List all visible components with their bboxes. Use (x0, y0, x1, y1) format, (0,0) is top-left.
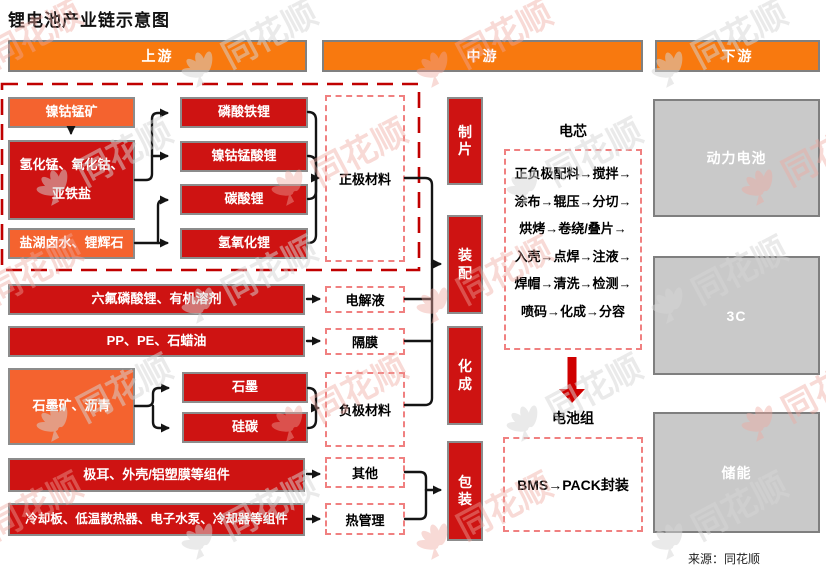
process-step-sheeting: 制片 (447, 97, 483, 185)
cell-flow-line: 喷码→化成→分容 (520, 303, 625, 319)
box-nickel-cobalt-manganese-lithium: 镍钴锰酸锂 (180, 141, 308, 172)
watermark-14: 同花顺 (497, 340, 650, 452)
cell-to-pack-red-arrow (559, 357, 585, 403)
cell-label: 电芯 (559, 123, 587, 139)
box-brine-spodumene: 盐湖卤水、锂辉石 (8, 228, 135, 259)
battery-pack-box: BMS→PACK封装 (503, 437, 643, 532)
cell-process-box: 正负极配料→搅拌→ 涂布→辊压→分切→ 烘烤→卷绕/叠片→ 入壳→点焊→注液→ … (504, 149, 642, 350)
box-lithium-iron-phosphate: 磷酸铁锂 (180, 97, 308, 128)
header-midstream: 中游 (322, 40, 643, 72)
process-step-label: 化成 (458, 358, 472, 392)
cell-flow-line: 焊帽→清洗→检测→ (514, 276, 632, 291)
process-step-label: 包装 (458, 473, 472, 508)
box-cathode-material: 正极材料 (325, 95, 405, 262)
bar-thermal-components: 冷却板、低温散热器、电子水泵、冷却器等组件 (8, 503, 305, 536)
bar-other-components: 极耳、外壳/铝塑膜等组件 (8, 458, 305, 492)
header-downstream: 下游 (655, 40, 820, 72)
box-anode-material: 负极材料 (325, 372, 405, 447)
downstream-3c: 3C (653, 256, 820, 375)
box-intermediate-compounds: 氢化锰、氧化钴、亚铁盐 (8, 140, 135, 220)
header-upstream: 上游 (8, 40, 307, 72)
box-graphite: 石墨 (182, 372, 308, 403)
box-electrolyte: 电解液 (325, 286, 405, 313)
box-nickel-cobalt-manganese-ore: 镍钴锰矿 (8, 97, 135, 128)
cell-flow-line: 烘烤→卷绕/叠片→ (519, 221, 627, 236)
box-separator: 隔膜 (325, 328, 405, 355)
battery-pack-label: 电池组 (552, 410, 594, 426)
cell-flow-line: 入壳→点焊→注液→ (514, 248, 632, 264)
box-lithium-hydroxide: 氢氧化锂 (180, 228, 308, 259)
box-other: 其他 (325, 457, 405, 488)
process-step-label: 装配 (458, 247, 472, 281)
process-step-packaging: 包装 (447, 441, 483, 541)
cell-flow-line: 涂布→辊压→分切→ (514, 193, 632, 209)
page-title: 锂电池产业链示意图 (8, 11, 170, 30)
process-step-label: 制片 (458, 123, 472, 158)
downstream-energy-storage: 储能 (653, 412, 820, 533)
bar-electrolyte-materials: 六氟磷酸锂、有机溶剂 (8, 284, 305, 315)
box-lithium-carbonate: 碳酸锂 (180, 184, 308, 215)
box-silicon-carbon: 硅碳 (182, 412, 308, 443)
bar-separator-materials: PP、PE、石蜡油 (8, 326, 305, 357)
process-step-formation: 化成 (447, 326, 483, 425)
cell-flow-line: 正负极配料→搅拌→ (514, 166, 632, 181)
process-step-assembly: 装配 (447, 215, 483, 314)
downstream-power-battery: 动力电池 (653, 99, 820, 217)
box-thermal-management: 热管理 (325, 503, 405, 535)
source-note: 来源：同花顺 (688, 552, 761, 566)
box-graphite-ore-pitch: 石墨矿、沥青 (8, 368, 135, 445)
